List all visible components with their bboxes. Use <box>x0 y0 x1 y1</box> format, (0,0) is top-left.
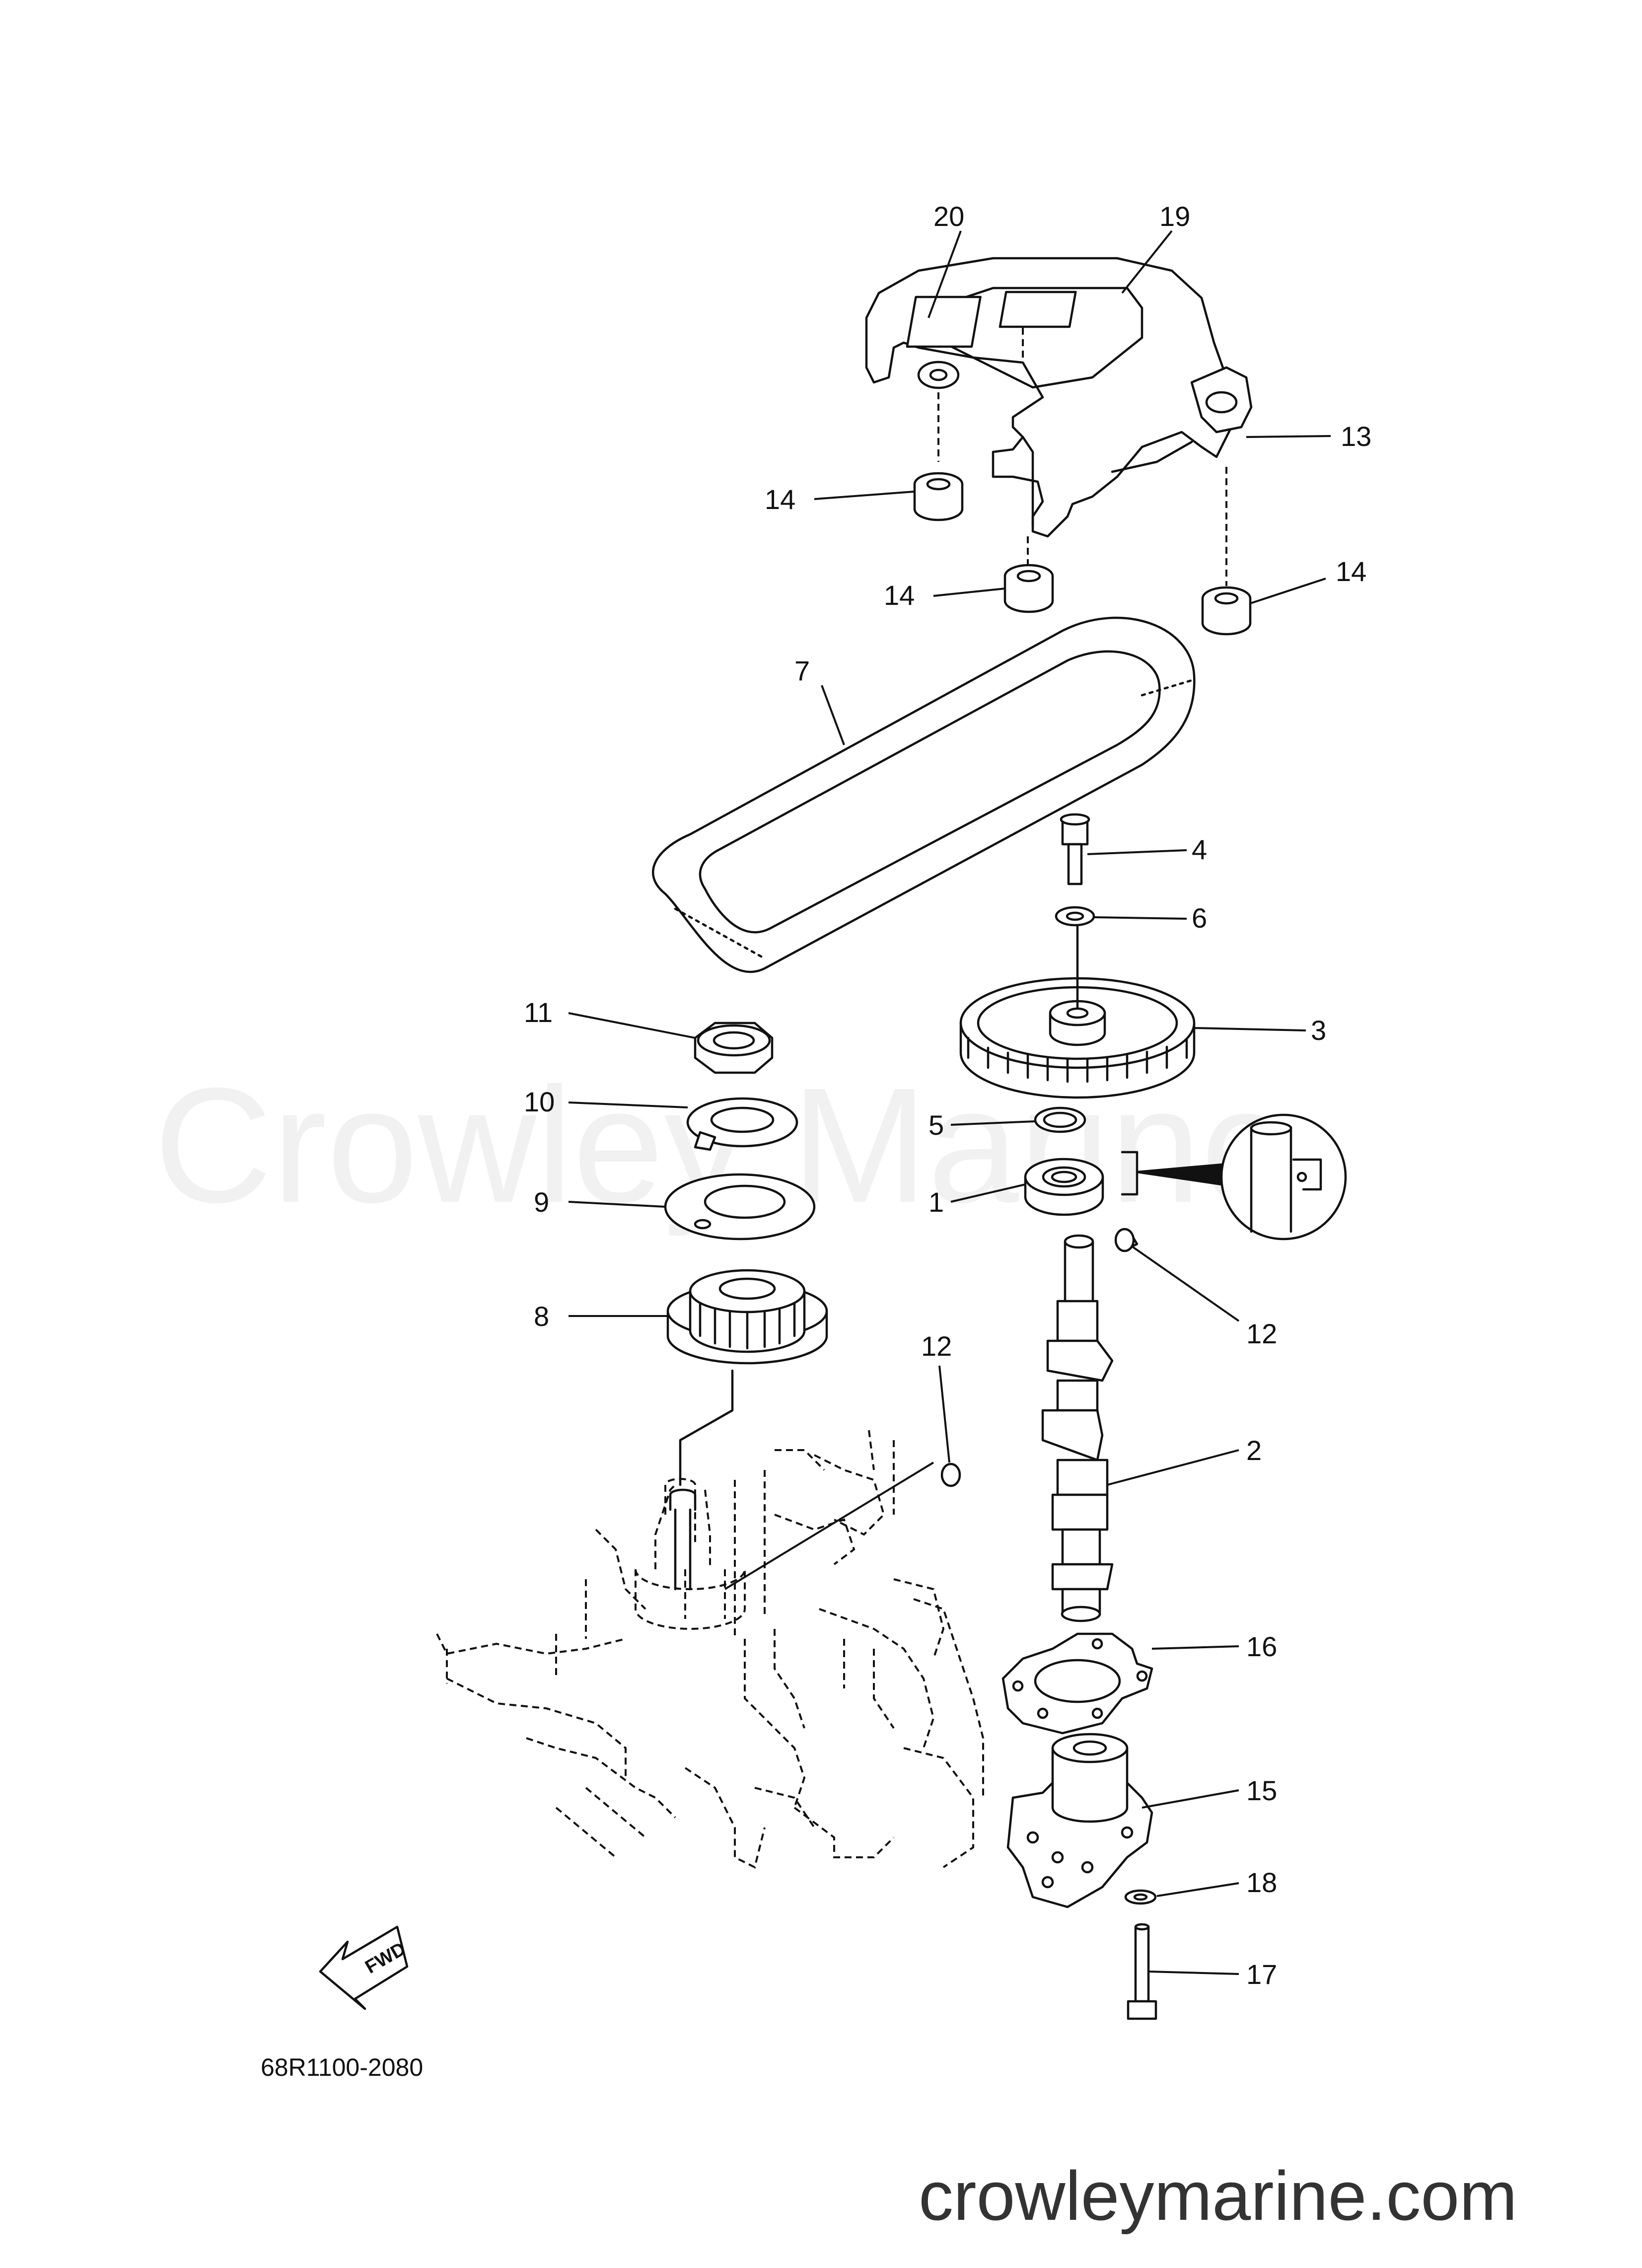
fwd-arrow: FWD <box>319 1925 409 2010</box>
callout-14-right: 14 <box>1336 556 1366 587</box>
grommet-right <box>1201 586 1252 636</box>
callout-1: 1 <box>928 1186 944 1218</box>
website-text: crowleymarine.com <box>919 2157 1517 2235</box>
callout-11: 11 <box>524 997 553 1028</box>
callout-14-left: 14 <box>765 484 795 515</box>
timing-belt <box>651 616 1196 973</box>
callout-5: 5 <box>928 1109 944 1141</box>
crankshaft-sprocket <box>666 1269 828 1365</box>
callout-2: 2 <box>1246 1435 1262 1466</box>
engine-block <box>436 1430 984 1869</box>
callout-12-left: 12 <box>921 1330 952 1362</box>
drawing-code: 68R1100-2080 <box>261 2053 423 2081</box>
nut <box>694 1022 774 1074</box>
grommet-left <box>913 472 964 521</box>
washer-18 <box>1124 1889 1157 1905</box>
callout-12-right: 12 <box>1246 1318 1277 1349</box>
callout-10: 10 <box>524 1086 555 1117</box>
callout-16: 16 <box>1246 1631 1277 1662</box>
pump-bolt <box>1127 1923 1157 2020</box>
camshaft-pulley <box>959 925 1196 1099</box>
label-plate-19 <box>999 291 1077 328</box>
callout-19: 19 <box>1159 201 1190 232</box>
callout-7: 7 <box>794 655 810 686</box>
detail-inset <box>1121 1113 1347 1241</box>
assembly-line <box>679 1369 734 1486</box>
callout-13: 13 <box>1341 421 1371 452</box>
callout-4: 4 <box>1192 834 1207 865</box>
callout-17: 17 <box>1246 1959 1277 1990</box>
o-ring-5 <box>1034 1106 1086 1133</box>
leader-lines <box>568 230 1331 1975</box>
crankshaft-end <box>669 1488 697 1591</box>
woodruff-key-12b <box>1114 1228 1135 1252</box>
callout-14-center: 14 <box>884 580 915 611</box>
callout-9: 9 <box>534 1186 549 1218</box>
oil-seal <box>1024 1158 1104 1216</box>
callout-18: 18 <box>1246 1867 1277 1898</box>
callout-15: 15 <box>1246 1775 1277 1806</box>
thrust-plate <box>664 1173 816 1241</box>
washer-6 <box>1055 906 1095 927</box>
timing-belt-cover <box>865 257 1253 586</box>
grommet-center <box>1003 564 1054 613</box>
oil-pump <box>1006 1733 1153 1908</box>
gasket <box>1001 1632 1153 1735</box>
callout-20: 20 <box>933 201 964 232</box>
tab-washer <box>686 1097 798 1151</box>
camshaft <box>1041 1230 1139 1622</box>
woodruff-key-12a <box>940 1463 961 1487</box>
bolt <box>1060 813 1090 885</box>
callout-3: 3 <box>1311 1015 1326 1046</box>
woodruff-leader <box>724 1462 934 1590</box>
label-plate-20 <box>906 295 982 348</box>
callout-8: 8 <box>534 1301 549 1332</box>
callout-6: 6 <box>1192 902 1207 934</box>
